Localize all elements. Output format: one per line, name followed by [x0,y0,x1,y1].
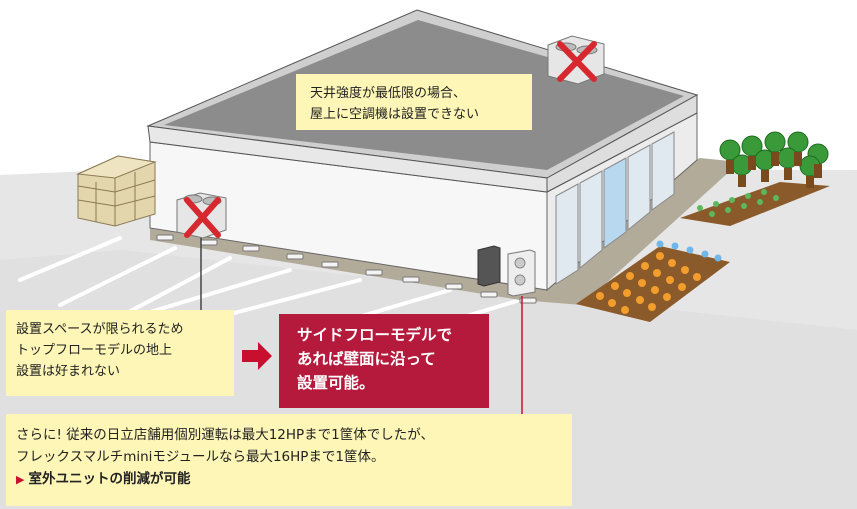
side-flow-callout: サイドフローモデルで あれば壁面に沿って 設置可能。 [279,314,489,408]
roof-x-mark [557,41,597,82]
roof-side-edge [546,94,698,193]
side-flow-line-3: 設置可能。 [297,374,375,392]
side-flow-line-2: あれば壁面に沿って [297,350,436,368]
space-note-line-1: 設置スペースが限られるため [16,322,184,337]
roof-note-line-1: 天井強度が最低限の場合、 [310,86,467,101]
roof-note-line-2: 屋上に空調機は設置できない [310,107,480,122]
side-flow-line-1: サイドフローモデルで [297,326,453,344]
wheel-stops [156,234,537,304]
right-arrow-icon [242,342,272,370]
flower-garden [576,240,730,322]
ground-x-mark [184,197,221,238]
bottom-note-line-2: フレックスマルチminiモジュールなら最大16HPまで1筐体。 [16,449,385,465]
bottom-summary-note: さらに! 従来の日立店舗用個別運転は最大12HPまで1筐体でしたが、 フレックス… [6,414,572,506]
conclusion-text: 室外ユニットの削減が可能 [28,471,191,487]
space-note-line-3: 設置は好まれない [16,364,121,379]
storefront-windows [555,131,675,285]
space-note-line-2: トップフローモデルの地上 [16,343,173,358]
cardboard-boxes [76,155,157,227]
roof-constraint-note: 天井強度が最低限の場合、 屋上に空調機は設置できない [296,74,532,130]
bottom-note-line-1: さらに! 従来の日立店舗用個別運転は最大12HPまで1筐体でしたが、 [16,427,434,443]
space-constraint-note: 設置スペースが限られるため トップフローモデルの地上 設置は好まれない [6,310,234,396]
tree-garden [680,131,830,226]
conclusion-line: ▶室外ユニットの削減が可能 [16,468,572,491]
side-flow-units [477,245,536,297]
triangle-bullet-icon: ▶ [16,473,25,486]
